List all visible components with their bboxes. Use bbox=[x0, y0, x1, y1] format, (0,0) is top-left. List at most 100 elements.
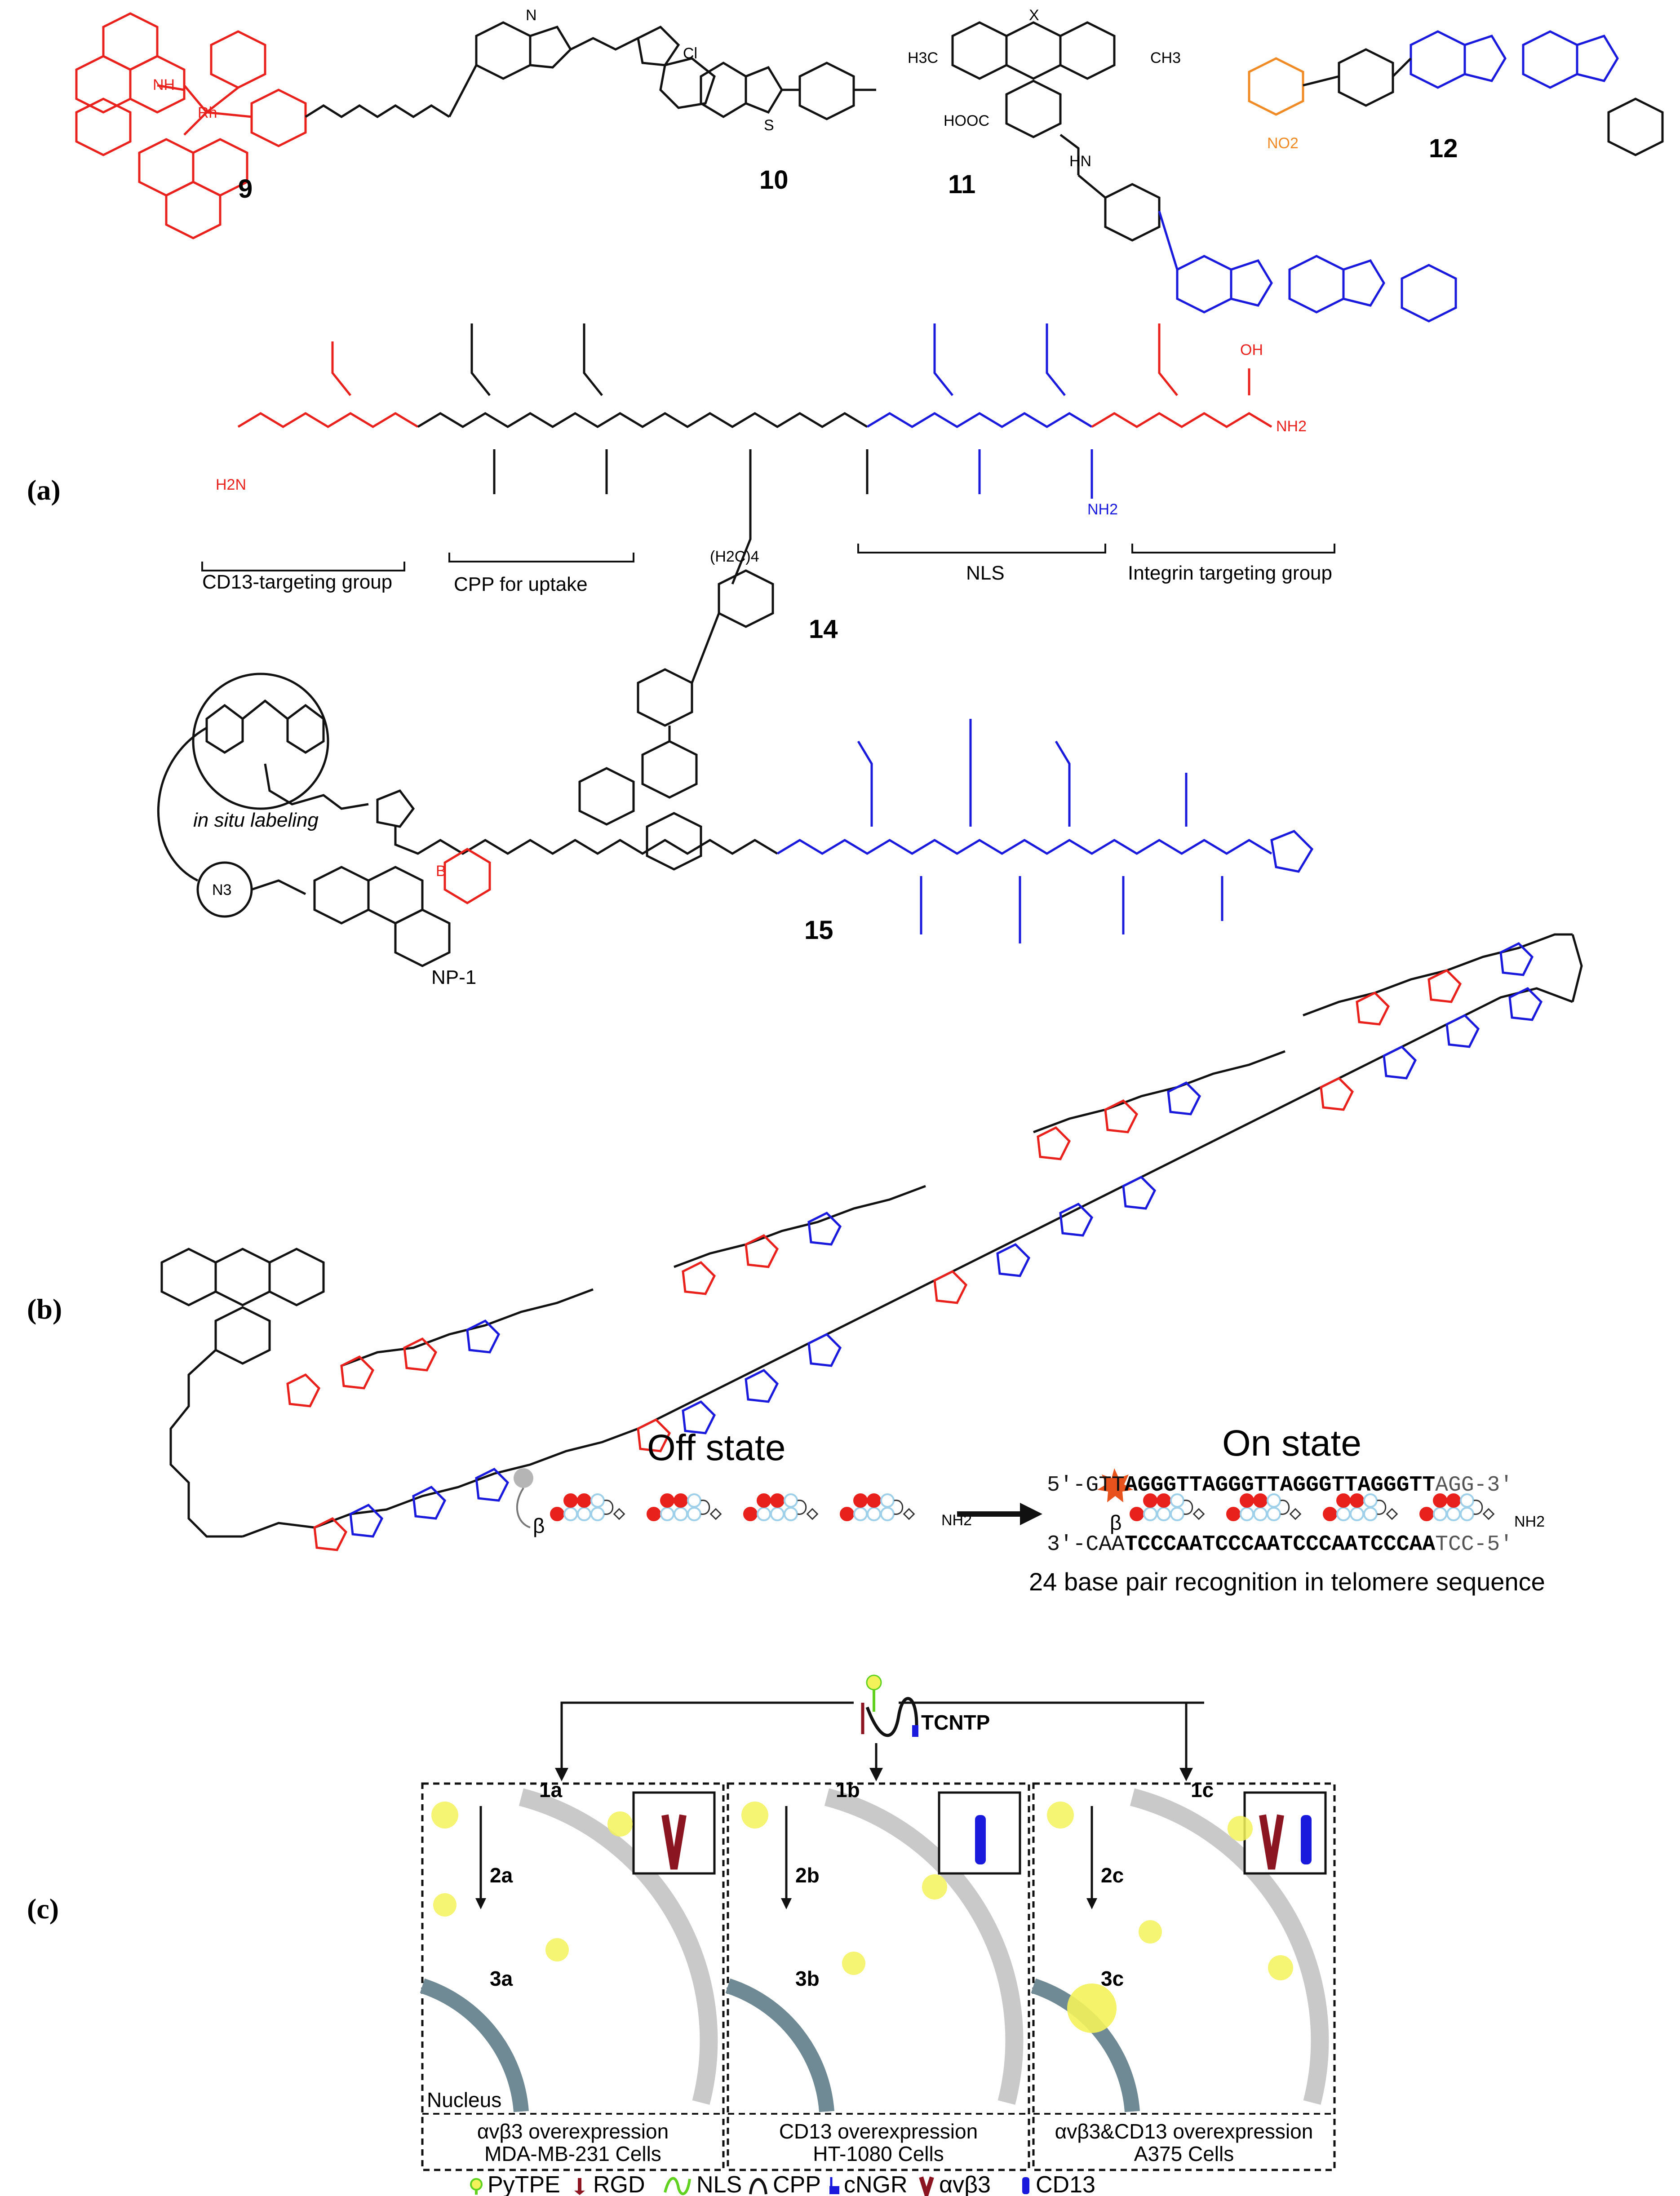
hairpin-turn bbox=[1184, 1500, 1193, 1515]
imidazole-bead bbox=[563, 1493, 578, 1508]
pyrrole-bead bbox=[563, 1507, 578, 1521]
pyrrole-bead bbox=[880, 1493, 895, 1508]
panel-label-c: (c) bbox=[27, 1893, 59, 1925]
step-3a: 3a bbox=[490, 1967, 513, 1990]
pyrrole-bead bbox=[1267, 1493, 1281, 1508]
legend-avb3: αvβ3 bbox=[939, 2172, 991, 2196]
off-to-on-arrow bbox=[957, 1503, 1042, 1525]
compound-12-structure bbox=[1248, 30, 1664, 156]
pyrrole-bead bbox=[1446, 1507, 1461, 1521]
pyrrole-bead bbox=[660, 1507, 674, 1521]
pyrrole-bead bbox=[1253, 1507, 1268, 1521]
pyrrole-bead bbox=[674, 1507, 688, 1521]
compound-15-structure bbox=[157, 673, 1314, 967]
nh2-atom-14: NH2 bbox=[1087, 501, 1118, 518]
step-2c: 2c bbox=[1101, 1864, 1124, 1887]
hn-atom-11: HN bbox=[1069, 153, 1091, 170]
imidazole-bead bbox=[1253, 1493, 1268, 1508]
imidazole-bead bbox=[660, 1493, 674, 1508]
pyrrole-bead bbox=[1460, 1493, 1474, 1508]
linker-diamond bbox=[903, 1508, 915, 1520]
hairpin-turn bbox=[1377, 1500, 1387, 1515]
box1-caption-1: αvβ3 overexpression bbox=[477, 2120, 669, 2143]
compound-10-structure bbox=[700, 62, 876, 120]
pyrrole-bead bbox=[687, 1507, 701, 1521]
box2-caption-1: CD13 overexpression bbox=[779, 2120, 978, 2143]
imidazole-bead bbox=[1130, 1507, 1144, 1521]
step-3b: 3b bbox=[795, 1967, 820, 1990]
pyrrole-bead bbox=[1240, 1507, 1254, 1521]
nls-group-label: NLS bbox=[966, 562, 1005, 584]
imidazole-bead bbox=[770, 1493, 785, 1508]
oh-atom-14: OH bbox=[1240, 341, 1263, 359]
imidazole-bead bbox=[1143, 1493, 1157, 1508]
pyrrole-rings-red bbox=[286, 969, 1462, 1551]
telomere-bottom-strand: 3′-CAATCCCAATCCCAATCCCAATCCCAATCC-5′ bbox=[1047, 1532, 1513, 1557]
compound-9-structure bbox=[75, 12, 307, 239]
cell-box-1 bbox=[420, 1782, 725, 2171]
pyrrole-bead bbox=[784, 1493, 798, 1508]
box3-caption-2: A375 Cells bbox=[1134, 2142, 1234, 2165]
legend-cpp-icon bbox=[749, 2178, 767, 2195]
compound-15-label: 15 bbox=[804, 916, 833, 945]
pyrrole-bead bbox=[1363, 1493, 1378, 1508]
np1-boronate bbox=[443, 848, 491, 904]
b-atom: B bbox=[436, 863, 446, 880]
compound-10-label: 10 bbox=[759, 165, 789, 195]
off-state-beads bbox=[550, 1493, 915, 1521]
legend-cd13-icon bbox=[1022, 2177, 1029, 2194]
compound-9-linker bbox=[305, 21, 716, 118]
pyrrole-bead bbox=[880, 1507, 895, 1521]
hairpin-turn bbox=[797, 1500, 807, 1515]
imidazole-bead bbox=[1240, 1493, 1254, 1508]
legend-cngr: cNGR bbox=[844, 2172, 908, 2196]
pyrrole-bead bbox=[1363, 1507, 1378, 1521]
glowing-probes bbox=[431, 1802, 1293, 1980]
step-3c: 3c bbox=[1101, 1967, 1124, 1990]
n-plus-9: N bbox=[526, 7, 537, 24]
pyrrole-bead bbox=[784, 1507, 798, 1521]
tcntp-probe bbox=[861, 1674, 918, 1737]
legend-cd13: CD13 bbox=[1036, 2172, 1095, 2196]
h2n-atom-14: H2N bbox=[216, 476, 246, 493]
box2-caption-2: HT-1080 Cells bbox=[813, 2142, 944, 2165]
box1-caption-2: MDA-MB-231 Cells bbox=[484, 2142, 661, 2165]
panel-label-b: (b) bbox=[27, 1293, 62, 1325]
cd13-group-label: CD13-targeting group bbox=[202, 571, 392, 593]
hairpin-turn bbox=[894, 1500, 904, 1515]
ch2-4-atom: (H2C)4 bbox=[710, 548, 759, 565]
step-1c: 1c bbox=[1191, 1778, 1214, 1802]
cpp-group-label: CPP for uptake bbox=[454, 573, 588, 595]
nucleus-label: Nucleus bbox=[427, 2088, 501, 2112]
cl-atom: Cl bbox=[683, 45, 697, 62]
linker-diamond bbox=[1482, 1508, 1495, 1520]
linker-diamond bbox=[1289, 1508, 1302, 1520]
pyrrole-bead bbox=[1336, 1507, 1351, 1521]
imidazole-bead bbox=[1323, 1507, 1337, 1521]
legend-cpp: CPP bbox=[773, 2172, 821, 2196]
tamra-dye bbox=[160, 1248, 325, 1538]
pyrrole-bead bbox=[1170, 1507, 1184, 1521]
on-state-beads bbox=[1130, 1493, 1495, 1521]
pyrrole-bead bbox=[687, 1493, 701, 1508]
imidazole-bead bbox=[674, 1493, 688, 1508]
legend-nls: NLS bbox=[696, 2172, 742, 2196]
hooc-atom: HOOC bbox=[944, 112, 989, 129]
pyrrole-bead bbox=[590, 1507, 605, 1521]
nh2-atom-14-c: NH2 bbox=[1276, 418, 1307, 435]
panel-b: (b) bbox=[27, 933, 1583, 1596]
pyrrole-bead bbox=[1267, 1507, 1281, 1521]
distribution-arrowheads bbox=[555, 1768, 1193, 1781]
legend-nls-icon bbox=[664, 2177, 691, 2196]
in-situ-label: in situ labeling bbox=[193, 809, 319, 831]
rh-atom: Rh bbox=[198, 104, 217, 121]
imidazole-bead bbox=[867, 1493, 881, 1508]
on-state-label: On state bbox=[1222, 1423, 1361, 1464]
compound-11-hoechst bbox=[1158, 211, 1457, 323]
telomere-top-strand: 5′-GTTAGGGTTAGGGTTAGGGTTAGGGTTAGG-3′ bbox=[1047, 1473, 1513, 1497]
imidazole-bead bbox=[1433, 1493, 1447, 1508]
linker-diamond bbox=[1386, 1508, 1398, 1520]
pyrrole-bead bbox=[1170, 1493, 1184, 1508]
hairpin-turn bbox=[1473, 1500, 1483, 1515]
